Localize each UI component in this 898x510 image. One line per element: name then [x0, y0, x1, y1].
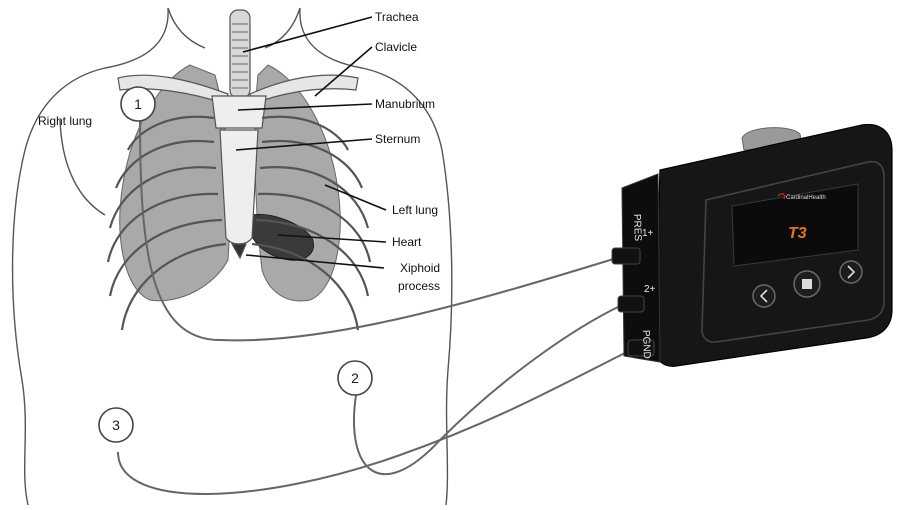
electrode-1-number: 1	[134, 96, 142, 112]
left-lung	[255, 65, 340, 301]
holter-device: CardinalHealth T3 PRES 1+ 2+ PGND	[612, 124, 892, 366]
electrode-3: 3	[99, 408, 133, 442]
right-lung-label: Right lung	[38, 114, 92, 128]
previous-button[interactable]	[753, 285, 775, 307]
port-label-pgnd: PGND	[640, 330, 652, 359]
lead-wire-2	[354, 305, 622, 474]
xiphoid-label-line2: process	[398, 279, 440, 293]
electrode-2-number: 2	[351, 370, 359, 386]
xiphoid-label-line1: Xiphoid	[400, 261, 440, 275]
sternum-label: Sternum	[375, 132, 420, 146]
trachea	[230, 10, 250, 98]
stop-icon	[802, 279, 812, 289]
brand-label: CardinalHealth	[786, 195, 826, 201]
trachea-label: Trachea	[375, 10, 419, 24]
electrode-1: 1	[121, 87, 155, 121]
t3-logo: T3	[788, 225, 807, 242]
left-lung-label: Left lung	[392, 203, 438, 217]
clavicle-label: Clavicle	[375, 40, 417, 54]
stop-button[interactable]	[794, 271, 820, 297]
port-label-2plus: 2+	[644, 284, 656, 295]
port-label-1plus: 1+	[642, 228, 654, 239]
heart-label: Heart	[392, 235, 422, 249]
manubrium-label: Manubrium	[375, 97, 435, 111]
lead-connector-2	[618, 296, 644, 312]
electrode-3-number: 3	[112, 417, 120, 433]
electrode-2: 2	[338, 361, 372, 395]
next-button[interactable]	[840, 261, 862, 283]
lead-connector-1	[612, 248, 640, 264]
